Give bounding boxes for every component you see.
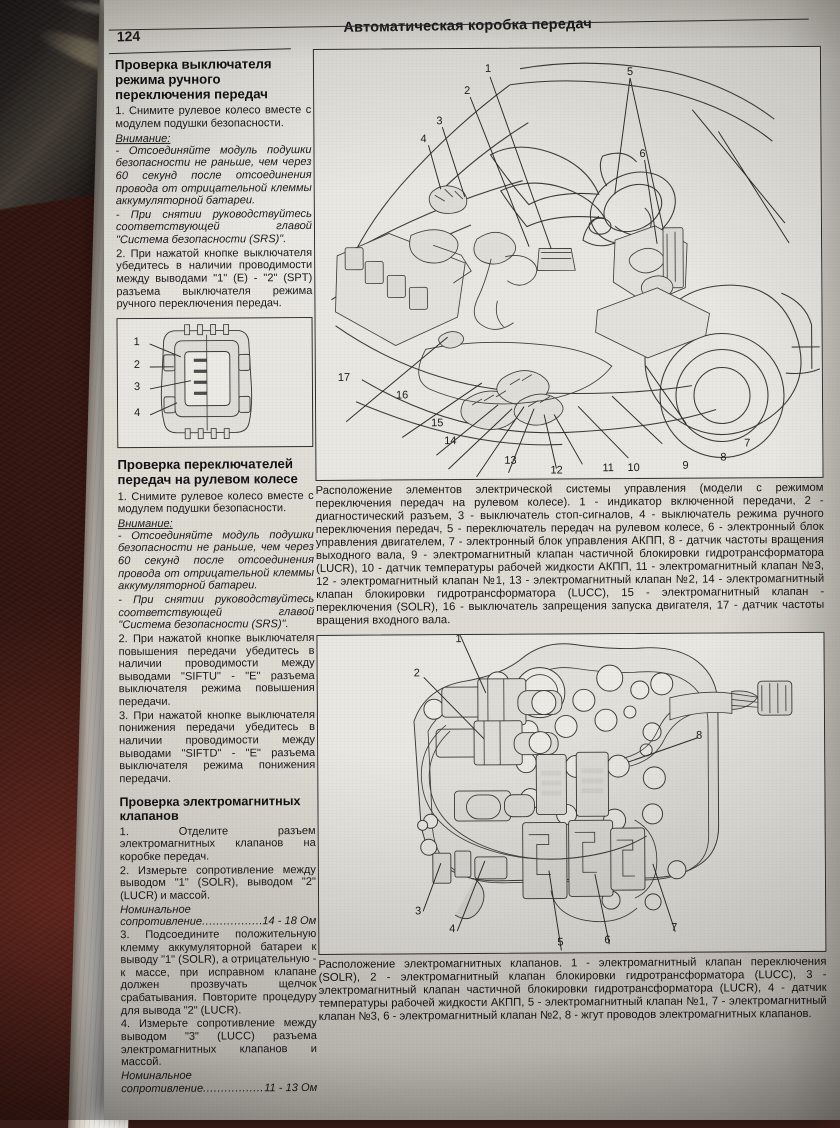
page-header-title: Автоматическая коробка передач xyxy=(343,16,593,36)
connector-callout-2: 2 xyxy=(133,358,140,372)
valve-body-figure: 1 2 3 4 5 6 7 8 xyxy=(316,631,827,955)
section-3-step-3: 3. Подсоедините положительную клемму акк… xyxy=(120,927,317,1017)
dot-leader-1: ................................. xyxy=(202,915,263,928)
figure1-callout-11: 11 xyxy=(602,462,614,475)
valve-body-svg xyxy=(317,632,826,952)
figure1-caption: Расположение элементов электрической сис… xyxy=(315,481,825,627)
figure1-callout-8: 8 xyxy=(720,451,727,464)
vehicle-layout-figure: 1 2 3 4 5 6 7 8 9 10 11 12 13 14 15 16 1… xyxy=(312,45,824,481)
manual-page-sheet: Автоматическая коробка передач 124 Прове… xyxy=(104,0,840,1120)
figure2-caption: Расположение электромагнитных клапанов. … xyxy=(318,955,827,1023)
section-3-nominal-text-1: сопротивление xyxy=(120,915,203,929)
section-3-heading: Проверка электромагнитных клапанов xyxy=(119,793,301,823)
figure2-callout-7: 7 xyxy=(671,921,678,934)
figure1-callout-17: 17 xyxy=(337,371,351,384)
section-1-heading: Проверка выключателя режима ручного пере… xyxy=(114,56,272,102)
section-2-step-3: 3. При нажатой кнопке выключателя пониже… xyxy=(118,708,316,786)
section-1-warning-2: - При снятии руководствуйтесь соответств… xyxy=(115,207,312,247)
figure2-callout-3: 3 xyxy=(415,905,422,918)
figure1-callout-3: 3 xyxy=(436,115,443,128)
section-2-warning-1: - Отсоединяйте модуль подушки безопаснос… xyxy=(117,528,315,593)
section-2-warning-2: - При снятии руководствуйтесь соответств… xyxy=(118,592,315,632)
figure2-callout-8: 8 xyxy=(696,729,703,742)
figure2-callout-5: 5 xyxy=(557,936,564,949)
figure2-callout-6: 6 xyxy=(604,933,611,947)
page-number-rule xyxy=(108,48,291,55)
vehicle-layout-svg xyxy=(313,46,823,478)
section-3-step-4: 4. Измерьте сопротивление между выводом … xyxy=(120,1017,318,1069)
section-3-nominal-value-2: 11 - 13 Ом xyxy=(264,1081,318,1094)
section-2-step-2: 2. При нажатой кнопке выключателя повыше… xyxy=(118,631,315,709)
figure1-callout-9: 9 xyxy=(682,459,689,472)
section-1-step-1: 1. Снимите рулевое колесо вместе с модул… xyxy=(115,104,312,131)
right-column: 1 2 3 4 5 6 7 8 9 10 11 12 13 14 15 16 1… xyxy=(312,45,827,1024)
page-shadow-bottom xyxy=(104,1050,840,1120)
figure1-callout-2: 2 xyxy=(464,85,471,98)
connector-callout-1: 1 xyxy=(133,335,140,349)
section-3-nominal-label-2: Номинальное xyxy=(121,1069,192,1083)
figure1-callout-14: 14 xyxy=(444,435,457,448)
section-3-step-1: 1. Отделите разъем электромагнитных клап… xyxy=(119,824,316,864)
dot-leader-2: ................................. xyxy=(203,1081,265,1095)
connector-pinout-figure: 1 2 3 4 xyxy=(116,316,314,449)
figure2-callout-1: 1 xyxy=(455,632,462,645)
figure1-callout-13: 13 xyxy=(504,454,517,467)
section-3-nominal-text-2: сопротивление xyxy=(121,1082,204,1095)
figure1-callout-4: 4 xyxy=(420,133,427,146)
figure1-callout-6: 6 xyxy=(639,147,646,160)
section-3-step-2: 2. Измерьте сопротивление между выводом … xyxy=(119,863,317,903)
section-3-nominal-row-2: сопротивление ..........................… xyxy=(121,1082,317,1096)
figure1-callout-5: 5 xyxy=(626,66,634,79)
figure1-callout-10: 10 xyxy=(627,461,640,475)
connector-callout-4: 4 xyxy=(134,406,141,420)
connector-callout-3: 3 xyxy=(133,380,141,394)
left-column: Проверка выключателя режима ручного пере… xyxy=(114,56,318,1096)
figure2-callout-2: 2 xyxy=(413,667,420,680)
section-1-step-2: 2. При нажатой кнопке выключателя убедит… xyxy=(116,246,313,311)
connector-diagram-svg xyxy=(117,317,313,446)
figure1-callout-12: 12 xyxy=(550,464,563,477)
figure1-callout-15: 15 xyxy=(431,417,444,430)
page-content: Автоматическая коробка передач 124 Прове… xyxy=(101,0,840,1122)
figure1-callout-7: 7 xyxy=(744,437,751,450)
section-3-nominal-row-1: сопротивление ..........................… xyxy=(120,915,316,929)
section-2-step-1: 1. Снимите рулевое колесо вместе с модул… xyxy=(117,489,314,516)
section-1-warning-1: - Отсоединяйте модуль подушки безопаснос… xyxy=(115,143,312,208)
section-3-nominal-label-1: Номинальное xyxy=(120,903,191,916)
section-3-nominal-value-1: 14 - 18 Ом xyxy=(262,915,317,928)
figure2-callout-4: 4 xyxy=(449,922,456,935)
section-2-heading: Проверка переключателей передач на рулев… xyxy=(117,456,298,487)
page-number: 124 xyxy=(116,27,141,45)
figure1-callout-16: 16 xyxy=(395,389,409,402)
figure1-callout-1: 1 xyxy=(484,62,492,75)
